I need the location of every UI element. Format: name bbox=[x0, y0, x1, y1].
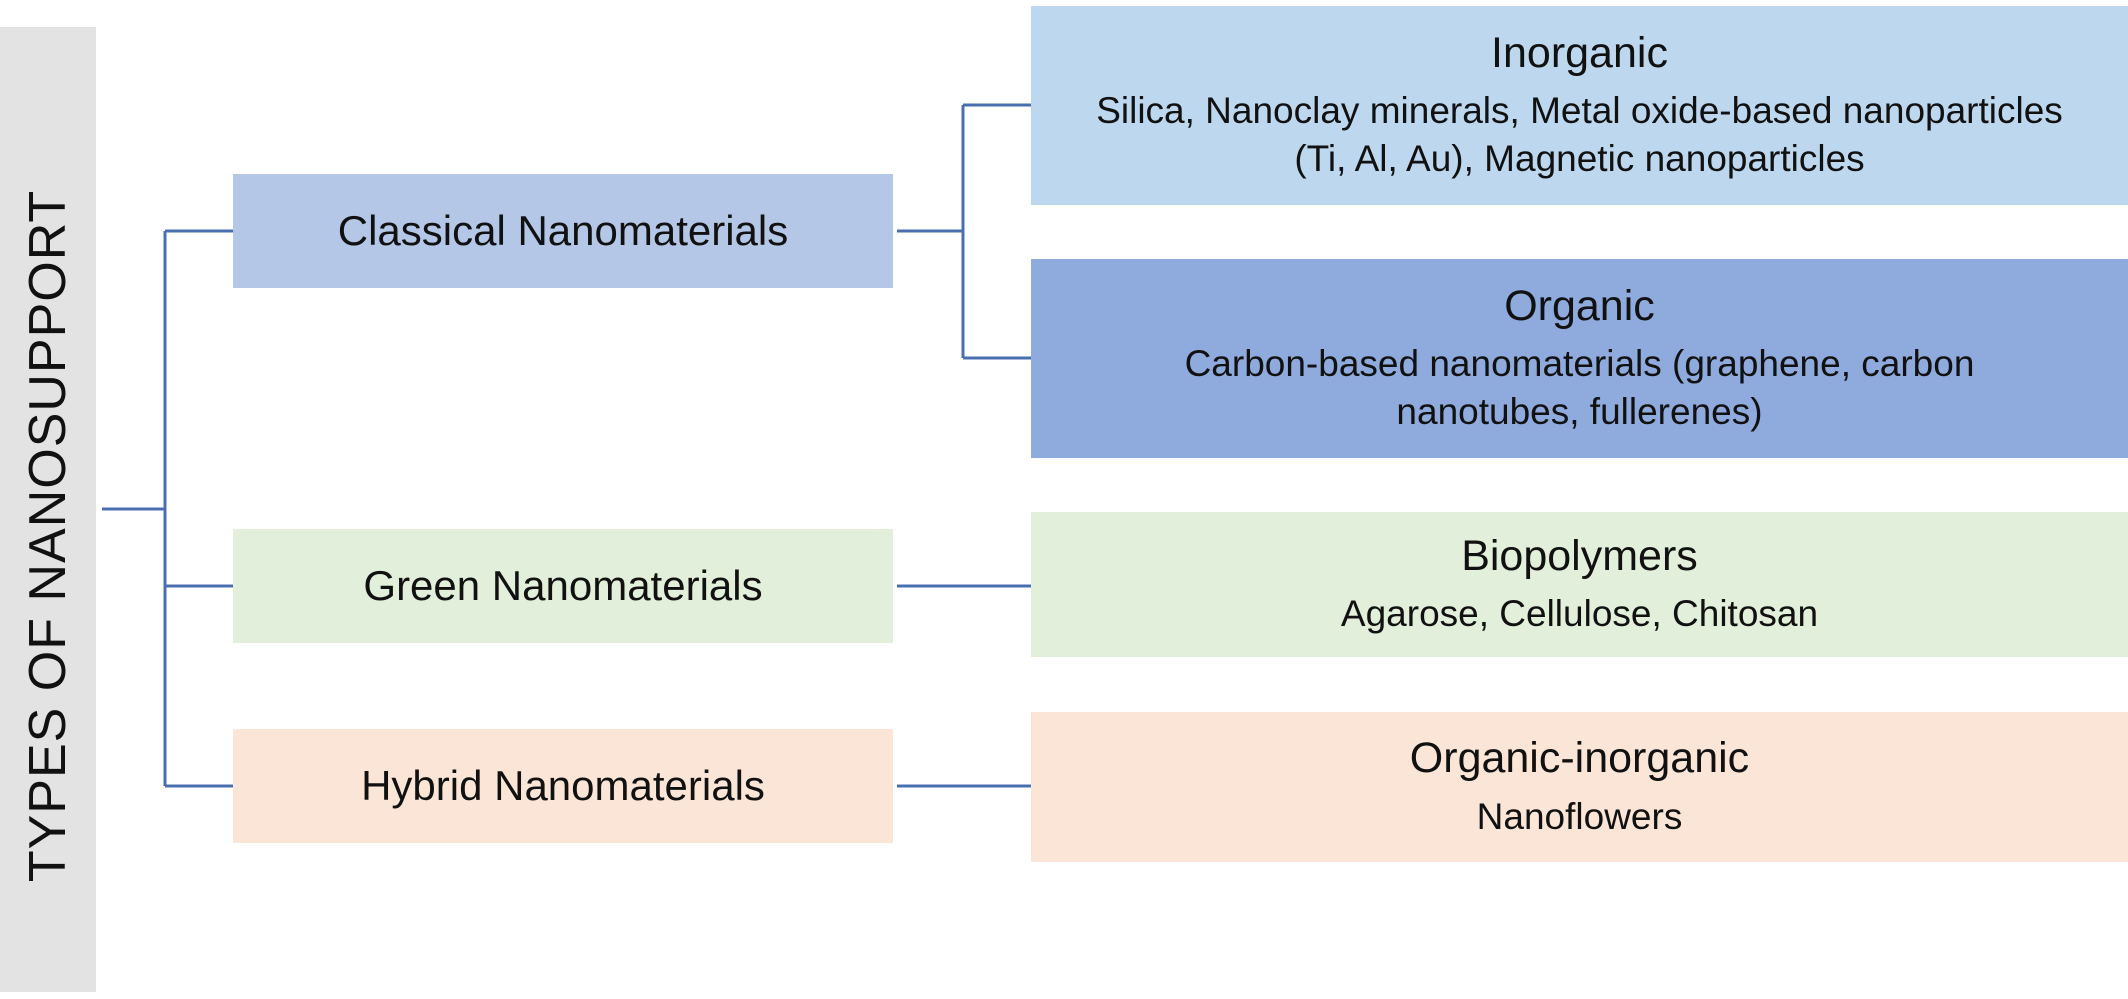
organic-title: Organic bbox=[1504, 281, 1655, 330]
hybrid-nanomaterials-box: Hybrid Nanomaterials bbox=[233, 729, 893, 843]
inorganic-box: Inorganic Silica, Nanoclay minerals, Met… bbox=[1031, 6, 2128, 205]
classical-nanomaterials-label: Classical Nanomaterials bbox=[337, 207, 789, 254]
green-nanomaterials-label: Green Nanomaterials bbox=[363, 562, 763, 609]
biopolymers-box: Biopolymers Agarose, Cellulose, Chitosan bbox=[1031, 512, 2128, 657]
organic-inorganic-box: Organic-inorganic Nanoflowers bbox=[1031, 712, 2128, 862]
classical-nanomaterials-box: Classical Nanomaterials bbox=[233, 174, 893, 288]
organic-box: Organic Carbon-based nanomaterials (grap… bbox=[1031, 259, 2128, 458]
organic-inorganic-description: Nanoflowers bbox=[1476, 795, 1683, 837]
biopolymers-title: Biopolymers bbox=[1461, 531, 1698, 580]
organic-inorganic-title: Organic-inorganic bbox=[1409, 734, 1750, 783]
root-label: TYPES OF NANOSUPPORT bbox=[19, 189, 77, 883]
biopolymers-description: Agarose, Cellulose, Chitosan bbox=[1340, 593, 1819, 635]
organic-description: Carbon-based nanomaterials (graphene, ca… bbox=[1184, 343, 1975, 433]
green-nanomaterials-box: Green Nanomaterials bbox=[233, 529, 893, 643]
inorganic-title: Inorganic bbox=[1491, 28, 1668, 77]
hybrid-nanomaterials-label: Hybrid Nanomaterials bbox=[361, 762, 765, 809]
root-node: TYPES OF NANOSUPPORT bbox=[0, 27, 96, 992]
inorganic-description: Silica, Nanoclay minerals, Metal oxide-b… bbox=[1096, 90, 2063, 180]
